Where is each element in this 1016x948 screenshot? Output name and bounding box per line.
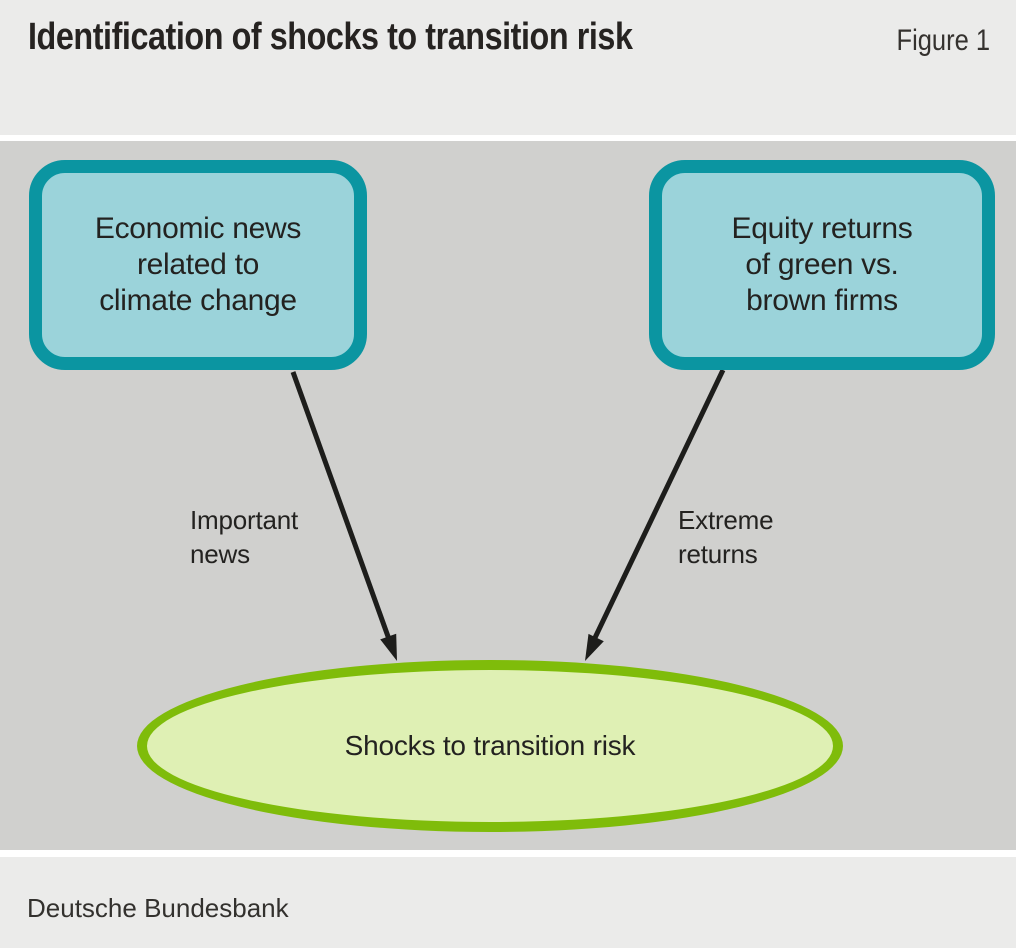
- arrow-right-label: Extreme returns: [678, 505, 774, 569]
- node-economic-news-label: Economic news related to climate change: [94, 212, 302, 317]
- arrow-left-label: Important news: [190, 505, 299, 569]
- node-equity-returns-label: Equity returns of green vs. brown firms: [731, 212, 913, 317]
- node-shocks-label: Shocks to transition risk: [344, 730, 636, 761]
- node-economic-news: Economic news related to climate change: [29, 160, 367, 370]
- figure-footer: Deutsche Bundesbank: [0, 857, 1016, 948]
- source-attribution: Deutsche Bundesbank: [27, 893, 289, 923]
- diagram-canvas: Economic news related to climate change …: [0, 141, 1016, 850]
- figure-title: Identification of shocks to transition r…: [28, 16, 633, 58]
- node-shocks-to-transition-risk: Shocks to transition risk: [137, 660, 843, 832]
- arrow-left-head-icon: [380, 633, 397, 661]
- arrow-right-head-icon: [585, 633, 604, 661]
- node-equity-returns: Equity returns of green vs. brown firms: [649, 160, 995, 370]
- figure-number-label: Figure 1: [896, 24, 990, 57]
- arrow-left-line: [290, 371, 393, 643]
- figure-header: Identification of shocks to transition r…: [0, 0, 1016, 135]
